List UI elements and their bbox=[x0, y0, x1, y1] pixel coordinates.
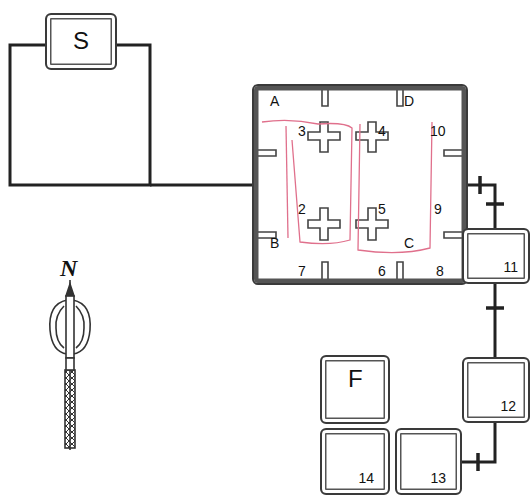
compass-letter: N bbox=[60, 256, 77, 280]
area-label: 2 bbox=[298, 202, 306, 216]
room-label: F bbox=[348, 367, 363, 391]
room-label: 14 bbox=[358, 471, 374, 485]
area-label: C bbox=[404, 236, 414, 250]
area-label: D bbox=[404, 94, 414, 108]
room-label: 12 bbox=[500, 399, 516, 413]
room-box: 12 bbox=[462, 357, 530, 423]
stair-room: S bbox=[45, 13, 117, 70]
area-label: 7 bbox=[298, 264, 306, 278]
north-axe-symbol bbox=[50, 280, 90, 450]
room-box: F bbox=[320, 355, 390, 424]
corridor-connector bbox=[486, 284, 504, 357]
pencil-marks bbox=[262, 120, 432, 252]
area-label: 4 bbox=[378, 124, 386, 138]
passage-line bbox=[150, 184, 252, 187]
area-label: B bbox=[270, 236, 279, 250]
area-label: 6 bbox=[378, 264, 386, 278]
area-label: A bbox=[270, 94, 279, 108]
room-label: 11 bbox=[503, 260, 518, 274]
area-label: 5 bbox=[378, 202, 386, 216]
corridor-connector bbox=[468, 176, 504, 228]
room-label: 13 bbox=[430, 471, 446, 485]
room-box: 14 bbox=[320, 428, 390, 495]
area-label: 9 bbox=[434, 202, 442, 216]
pillared-hall: A D 3 4 10 2 5 9B C 7 6 8 bbox=[252, 84, 468, 285]
room-label: S bbox=[73, 29, 89, 53]
area-label: 8 bbox=[436, 264, 444, 278]
complex-walls bbox=[256, 88, 464, 282]
room-box: 13 bbox=[395, 428, 462, 495]
corridor-connector bbox=[462, 423, 495, 471]
room-box: 11 bbox=[462, 228, 530, 284]
area-label: 3 bbox=[298, 124, 306, 138]
area-label: 10 bbox=[430, 124, 446, 138]
